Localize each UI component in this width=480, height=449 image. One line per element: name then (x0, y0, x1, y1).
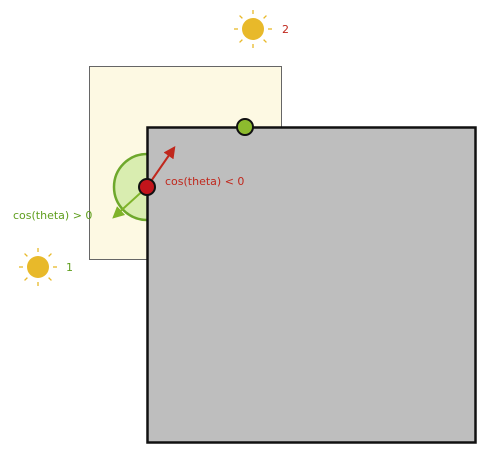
cos-positive-label: cos(theta) > 0 (13, 209, 92, 222)
sun-icon (19, 248, 57, 286)
red-point (138, 178, 156, 196)
sun-ray (24, 277, 28, 281)
sun-ray (48, 277, 52, 281)
sun-ray (24, 253, 28, 257)
sun-2-label: 2 (282, 23, 289, 36)
sun-icon (234, 10, 272, 48)
sun-ray (239, 15, 243, 19)
sun-ray (263, 15, 267, 19)
sun-ray (239, 39, 243, 43)
sun-ray (263, 39, 267, 43)
sun-1-label: 1 (66, 261, 73, 274)
sun-ray (48, 253, 52, 257)
front-panel (146, 126, 477, 444)
cos-negative-label: cos(theta) < 0 (165, 175, 244, 188)
sun-core (242, 18, 264, 40)
green-point (236, 118, 254, 136)
sun-core (27, 256, 49, 278)
